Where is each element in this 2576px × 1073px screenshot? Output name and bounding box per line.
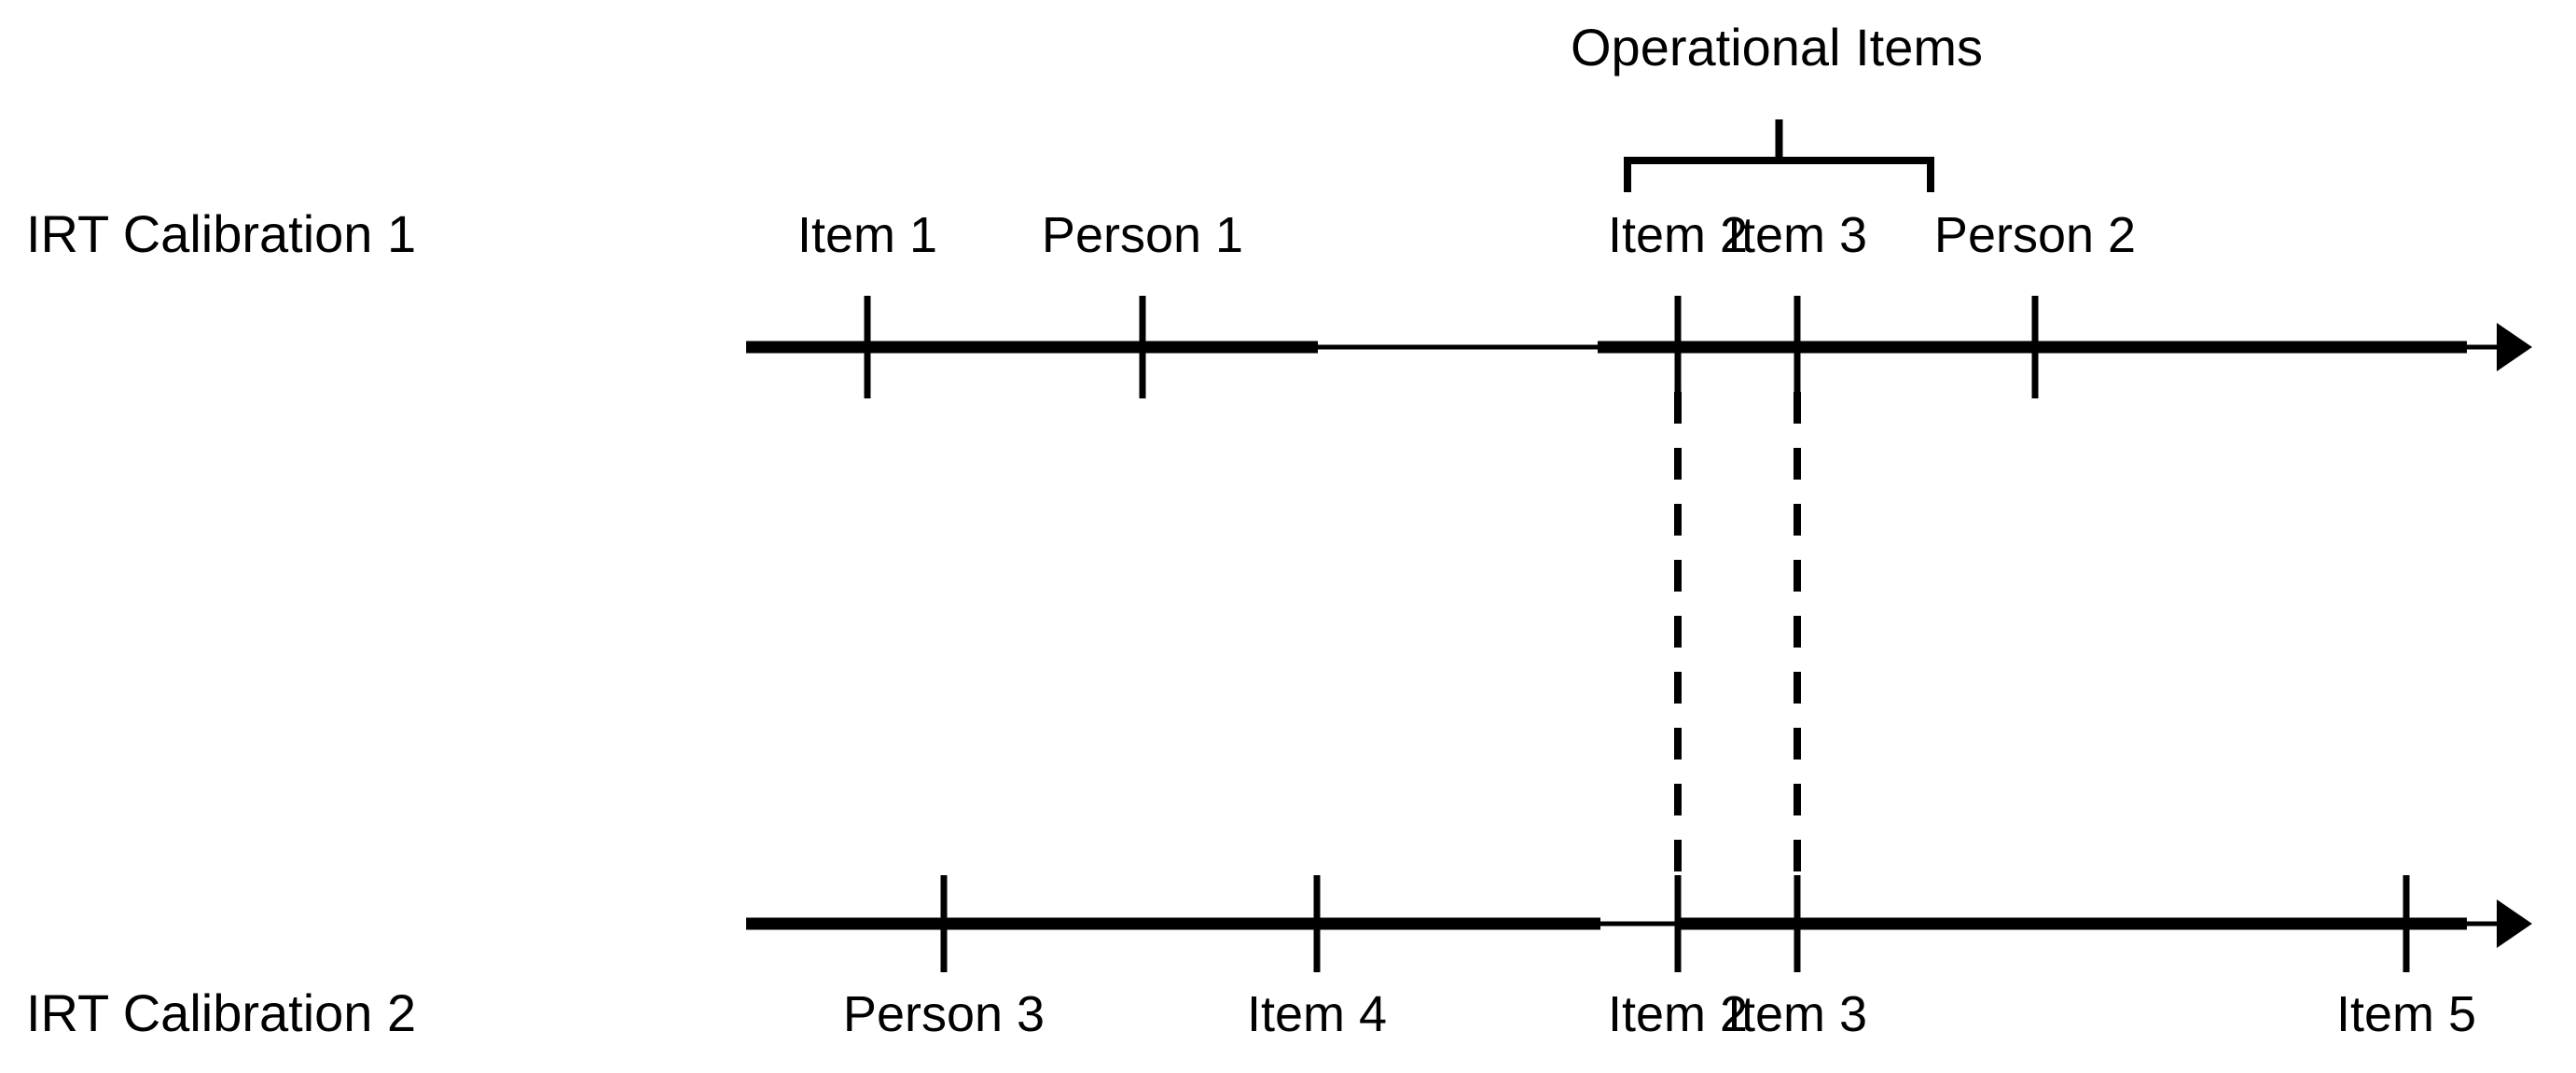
point-label-calibration-2-4: Item 3: [1727, 986, 1867, 1042]
point-label-calibration-1-5: Person 2: [1934, 207, 2136, 263]
row-label-calibration-1: IRT Calibration 1: [26, 204, 416, 263]
axis-arrowhead-calibration-1: [2497, 323, 2532, 371]
operational-items-bracket: [1624, 119, 1934, 192]
common-item-links: [1674, 392, 1801, 894]
point-label-calibration-1-3: Item 2: [1608, 207, 1748, 263]
point-label-calibration-2-5: Item 5: [2336, 986, 2476, 1042]
axis-arrowhead-calibration-2: [2497, 899, 2532, 948]
point-label-calibration-2-3: Item 2: [1608, 986, 1748, 1042]
point-label-calibration-1-1: Item 1: [797, 207, 937, 263]
operational-items-annotation: Operational Items: [1571, 18, 1983, 192]
row-label-calibration-2: IRT Calibration 2: [26, 983, 416, 1042]
axis-calibration-1: IRT Calibration 1 Item 1 Person 1 Item 2Ite…: [26, 204, 2532, 398]
point-label-calibration-2-2: Item 4: [1247, 986, 1387, 1042]
point-label-calibration-1-4: Item 3: [1727, 207, 1867, 263]
operational-items-title: Operational Items: [1571, 18, 1983, 77]
point-label-calibration-2-1: Person 3: [843, 986, 1045, 1042]
point-label-calibration-1-2: Person 1: [1042, 207, 1243, 263]
